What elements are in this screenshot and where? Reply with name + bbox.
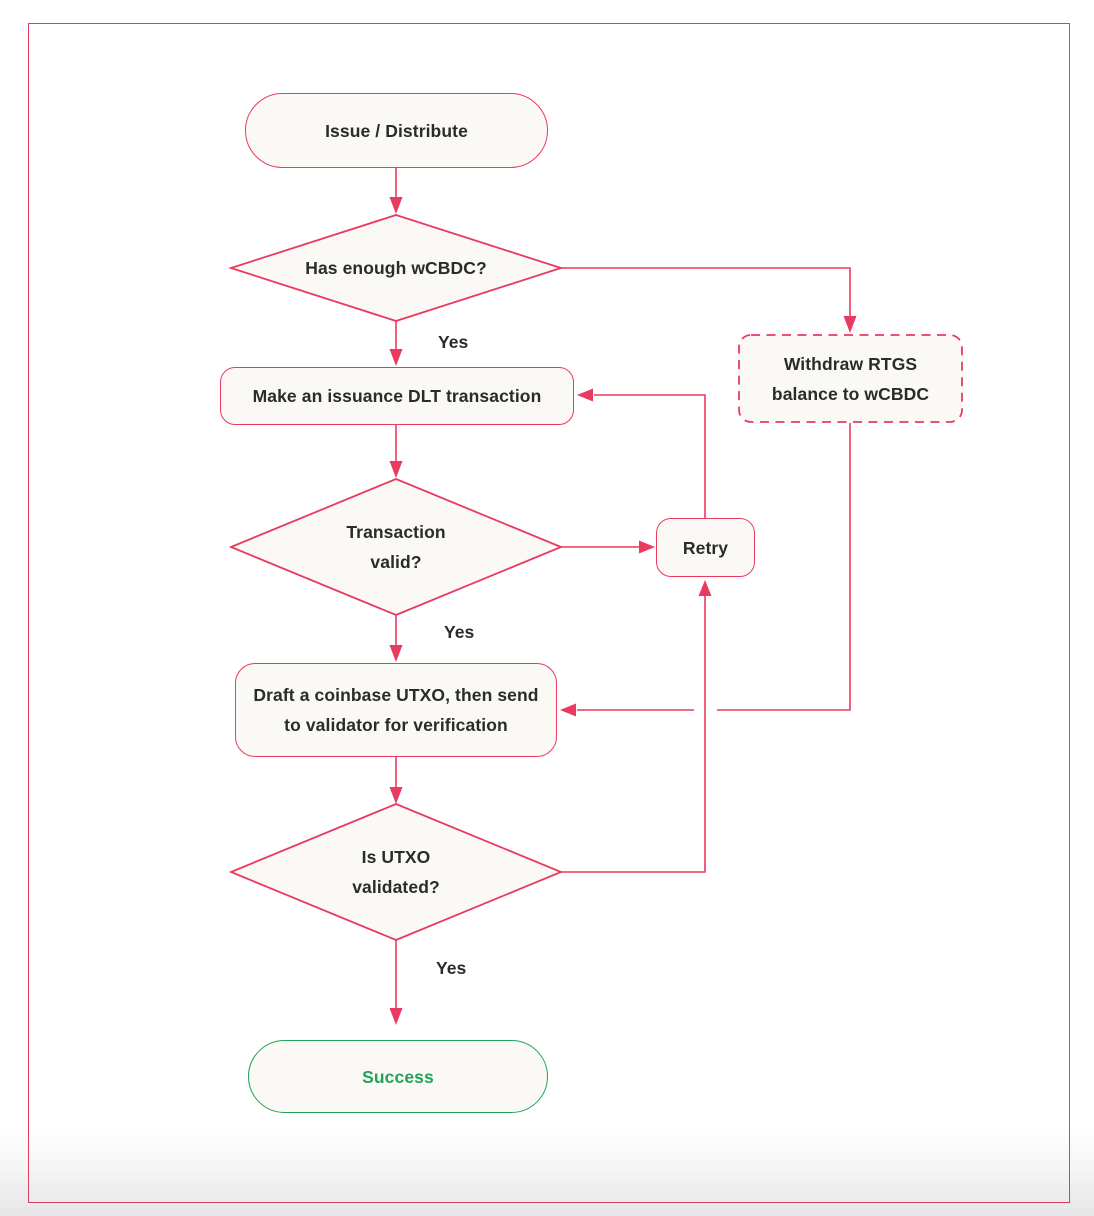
edge-utxo-validated-to-retry (561, 596, 706, 873)
edge-has-enough-to-withdraw (561, 267, 851, 317)
node-is-utxo-validated: Is UTXO validated? (316, 828, 476, 916)
arrowhead-down-icon (389, 787, 403, 804)
edge-retry-to-make (594, 394, 706, 518)
node-retry-label: Retry (682, 537, 729, 558)
page-border (28, 23, 1070, 1203)
node-transaction-valid-diamond (228, 478, 564, 616)
node-make-issuance-dlt: Make an issuance DLT transaction (220, 367, 574, 425)
edge-withdraw-to-draft (717, 423, 851, 711)
node-draft-coinbase-utxo-label: Draft a coinbase UTXO, then send to vali… (253, 685, 539, 735)
node-has-enough-wcbdc-label: Has enough wCBDC? (305, 258, 487, 278)
arrowhead-left-icon (560, 703, 576, 717)
arrowhead-down-icon (389, 1008, 403, 1025)
arrowhead-down-icon (389, 461, 403, 478)
node-draft-coinbase-utxo: Draft a coinbase UTXO, then send to vali… (235, 663, 557, 757)
node-has-enough-wcbdc-diamond (228, 214, 564, 322)
node-withdraw-rtgs: Withdraw RTGS balance to wCBDC (738, 334, 963, 423)
arrowhead-down-icon (389, 349, 403, 366)
node-make-issuance-dlt-label: Make an issuance DLT transaction (252, 386, 542, 406)
node-is-utxo-validated-diamond (228, 803, 564, 941)
arrowhead-down-icon (389, 197, 403, 214)
dashed-border (738, 334, 963, 423)
arrowhead-down-icon (389, 645, 403, 662)
node-issue-distribute-label: Issue / Distribute (325, 120, 468, 141)
node-transaction-valid: Transaction valid? (316, 503, 476, 591)
arrowhead-down-icon (843, 316, 857, 333)
edge-label-yes-3: Yes (436, 958, 467, 978)
edge-label-yes-2: Yes (444, 622, 475, 642)
node-issue-distribute: Issue / Distribute (245, 93, 548, 168)
node-success-label: Success (362, 1066, 434, 1087)
node-transaction-valid-label: Transaction valid? (346, 522, 446, 572)
arrowhead-up-icon (698, 580, 712, 596)
edge-label-yes-1: Yes (438, 332, 469, 352)
node-retry: Retry (656, 518, 755, 577)
arrowhead-left-icon (577, 388, 593, 402)
node-has-enough-wcbdc: Has enough wCBDC? (276, 246, 516, 290)
node-success: Success (248, 1040, 548, 1113)
arrowhead-right-icon (639, 540, 655, 554)
node-is-utxo-validated-label: Is UTXO validated? (352, 847, 440, 897)
node-withdraw-rtgs-label: Withdraw RTGS balance to wCBDC (771, 353, 930, 404)
